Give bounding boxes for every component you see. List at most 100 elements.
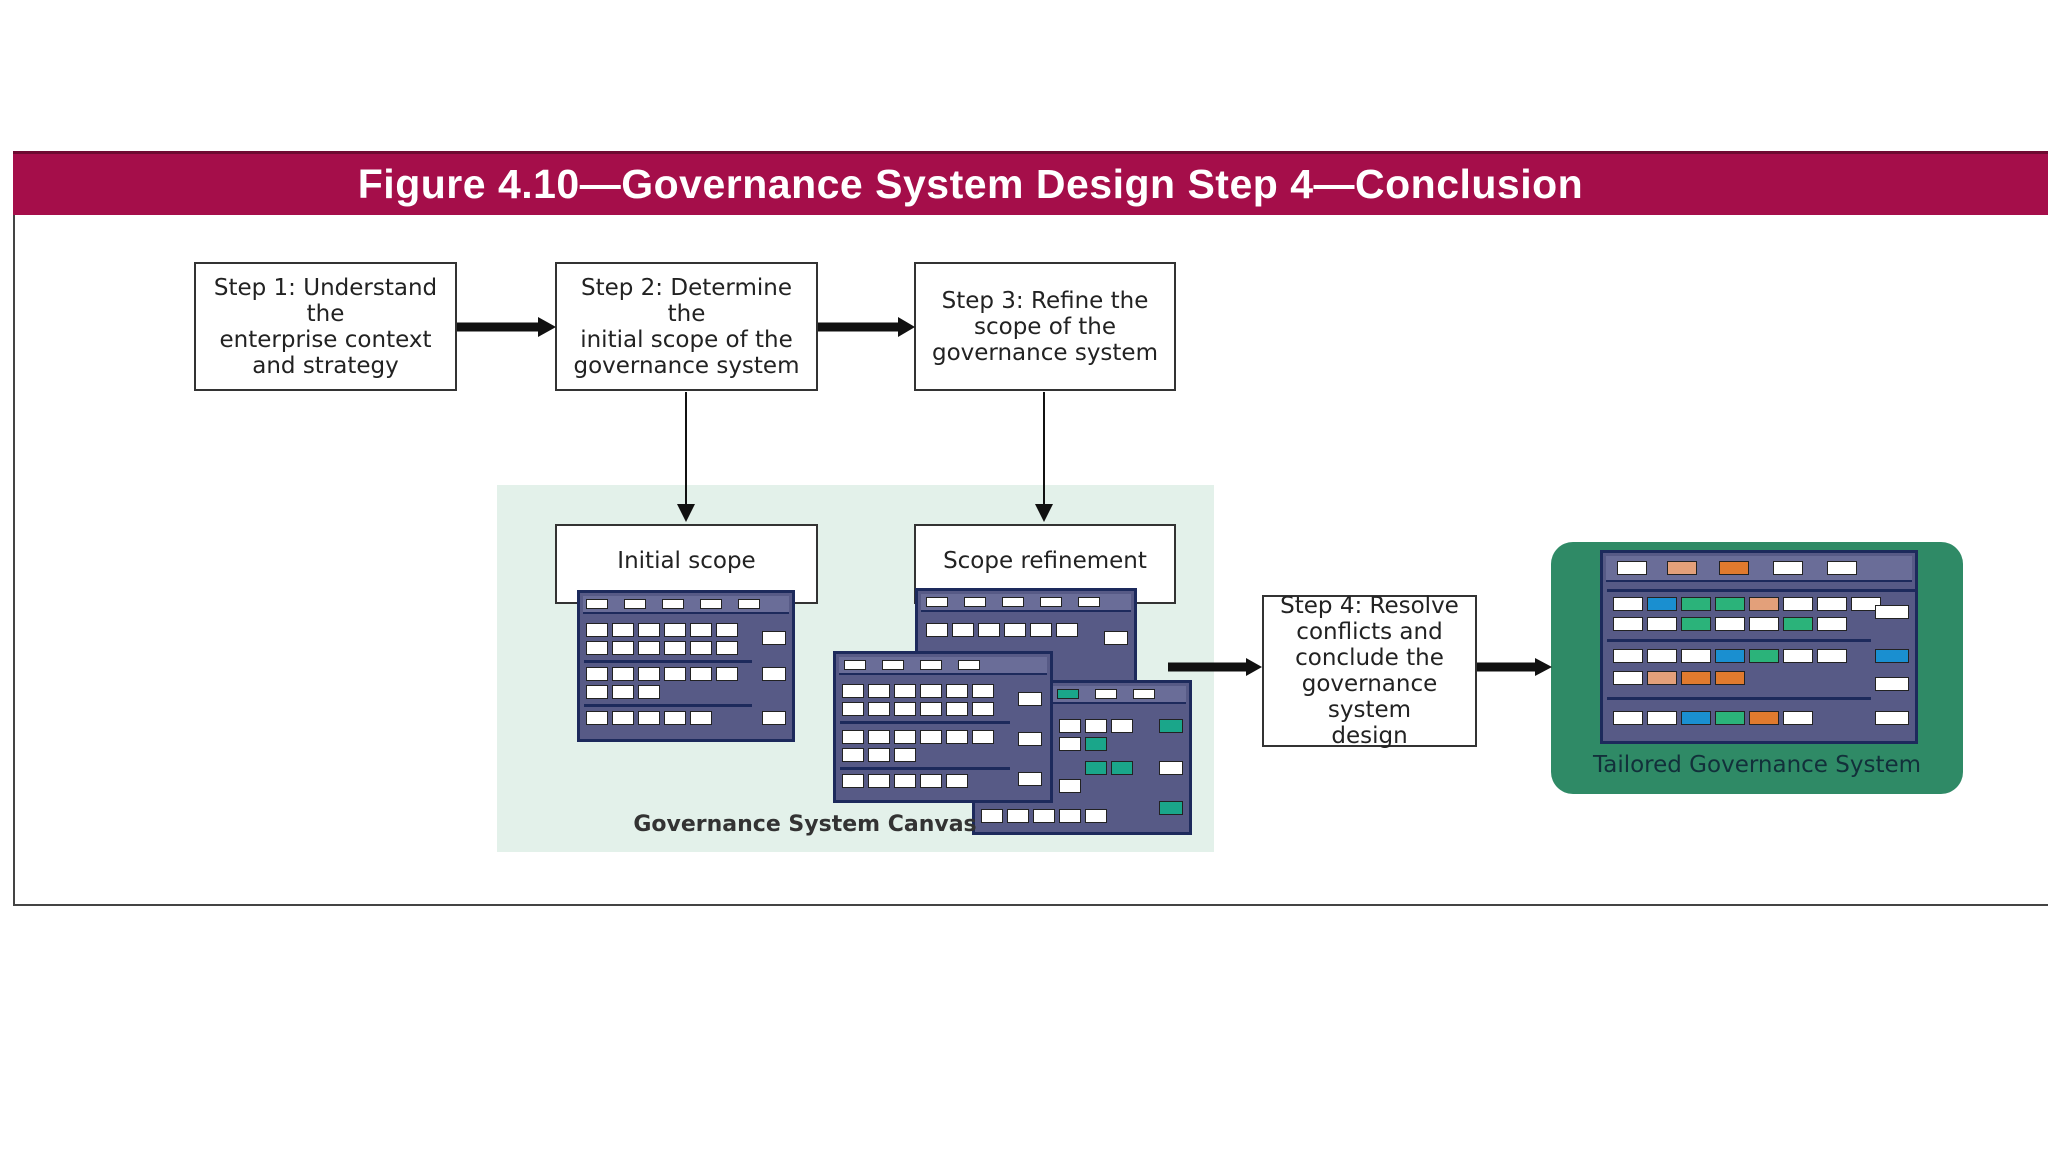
canvas-cell bbox=[1057, 689, 1079, 699]
canvas-cell bbox=[1749, 649, 1779, 663]
canvas-cell bbox=[1095, 689, 1117, 699]
canvas-cell bbox=[1159, 719, 1183, 733]
canvas-cell bbox=[1104, 631, 1128, 645]
canvas-cell bbox=[1033, 809, 1055, 823]
canvas-cell bbox=[1817, 617, 1847, 631]
canvas-cell bbox=[716, 641, 738, 655]
step-3-box: Step 3: Refine the scope of the governan… bbox=[914, 262, 1176, 391]
canvas-cell bbox=[926, 623, 948, 637]
canvas-cell bbox=[1133, 689, 1155, 699]
canvas-cell bbox=[612, 685, 634, 699]
canvas-cell bbox=[868, 684, 890, 698]
canvas-cell bbox=[762, 667, 786, 681]
canvas-cell bbox=[1085, 809, 1107, 823]
canvas-cell bbox=[762, 711, 786, 725]
canvas-cell bbox=[1002, 597, 1024, 607]
canvas-cell bbox=[1111, 761, 1133, 775]
canvas-cell bbox=[638, 685, 660, 699]
tailored-governance-label: Tailored Governance System bbox=[1592, 752, 1922, 778]
canvas-cell bbox=[1681, 617, 1711, 631]
canvas-cell bbox=[1875, 711, 1909, 725]
canvas-cell bbox=[1613, 671, 1643, 685]
canvas-cell bbox=[868, 748, 890, 762]
refined-canvas-thumbnail-front bbox=[833, 651, 1053, 803]
canvas-cell bbox=[972, 684, 994, 698]
canvas-cell bbox=[882, 660, 904, 670]
canvas-cell bbox=[946, 702, 968, 716]
canvas-cell bbox=[894, 702, 916, 716]
canvas-cell bbox=[1617, 561, 1647, 575]
canvas-cell bbox=[1018, 692, 1042, 706]
canvas-cell bbox=[1719, 561, 1749, 575]
canvas-cell bbox=[638, 711, 660, 725]
canvas-cell bbox=[1059, 737, 1081, 751]
canvas-cell bbox=[1159, 801, 1183, 815]
canvas-cell bbox=[1647, 711, 1677, 725]
canvas-cell bbox=[958, 660, 980, 670]
canvas-cell bbox=[920, 660, 942, 670]
canvas-cell bbox=[664, 623, 686, 637]
canvas-cell bbox=[1613, 649, 1643, 663]
canvas-cell bbox=[1715, 597, 1745, 611]
canvas-cell bbox=[964, 597, 986, 607]
arrowhead bbox=[677, 504, 695, 522]
canvas-cell bbox=[1875, 649, 1909, 663]
canvas-cell bbox=[586, 685, 608, 699]
canvas-cell bbox=[1085, 737, 1107, 751]
canvas-cell bbox=[1085, 761, 1107, 775]
canvas-cell bbox=[612, 641, 634, 655]
canvas-cell bbox=[1018, 732, 1042, 746]
canvas-cell bbox=[1111, 719, 1133, 733]
canvas-cell bbox=[926, 597, 948, 607]
canvas-cell bbox=[1613, 617, 1643, 631]
canvas-cell bbox=[894, 774, 916, 788]
canvas-separator bbox=[1607, 639, 1871, 642]
canvas-cell bbox=[1715, 711, 1745, 725]
canvas-cell bbox=[978, 623, 1000, 637]
canvas-cell bbox=[700, 599, 722, 609]
arrowhead bbox=[538, 317, 556, 337]
arrowhead bbox=[1535, 658, 1552, 676]
canvas-cell bbox=[586, 599, 608, 609]
canvas-cell bbox=[762, 631, 786, 645]
canvas-cell bbox=[1647, 617, 1677, 631]
canvas-cell bbox=[868, 774, 890, 788]
canvas-cell bbox=[738, 599, 760, 609]
canvas-cell bbox=[662, 599, 684, 609]
canvas-cell bbox=[690, 641, 712, 655]
canvas-cell bbox=[1681, 711, 1711, 725]
figure-title: Figure 4.10—Governance System Design Ste… bbox=[357, 161, 1584, 207]
figure-frame bbox=[13, 151, 2048, 906]
canvas-cell bbox=[1715, 649, 1745, 663]
canvas-cell bbox=[946, 774, 968, 788]
canvas-cell bbox=[612, 623, 634, 637]
canvas-cell bbox=[981, 809, 1003, 823]
canvas-cell bbox=[1749, 597, 1779, 611]
canvas-cell bbox=[716, 623, 738, 637]
canvas-cell bbox=[1773, 561, 1803, 575]
canvas-cell bbox=[1875, 605, 1909, 619]
canvas-cell bbox=[1059, 719, 1081, 733]
step-1-box: Step 1: Understand the enterprise contex… bbox=[194, 262, 457, 391]
arrowhead bbox=[1035, 504, 1053, 522]
canvas-cell bbox=[1613, 711, 1643, 725]
canvas-cell bbox=[920, 774, 942, 788]
canvas-cell bbox=[1667, 561, 1697, 575]
step-2-box: Step 2: Determine the initial scope of t… bbox=[555, 262, 818, 391]
canvas-cell bbox=[1007, 809, 1029, 823]
canvas-cell bbox=[946, 684, 968, 698]
canvas-top-bar bbox=[1606, 556, 1912, 582]
figure-header: Figure 4.10—Governance System Design Ste… bbox=[13, 151, 2048, 215]
canvas-cell bbox=[664, 667, 686, 681]
canvas-cell bbox=[1647, 671, 1677, 685]
canvas-cell bbox=[842, 684, 864, 698]
canvas-cell bbox=[842, 730, 864, 744]
arrowhead bbox=[1246, 658, 1262, 676]
canvas-cell bbox=[1681, 597, 1711, 611]
arrowhead bbox=[898, 317, 915, 337]
scope-refinement-box: Scope refinement bbox=[914, 524, 1176, 604]
canvas-cell bbox=[1059, 809, 1081, 823]
canvas-cell bbox=[1647, 649, 1677, 663]
canvas-cell bbox=[844, 660, 866, 670]
